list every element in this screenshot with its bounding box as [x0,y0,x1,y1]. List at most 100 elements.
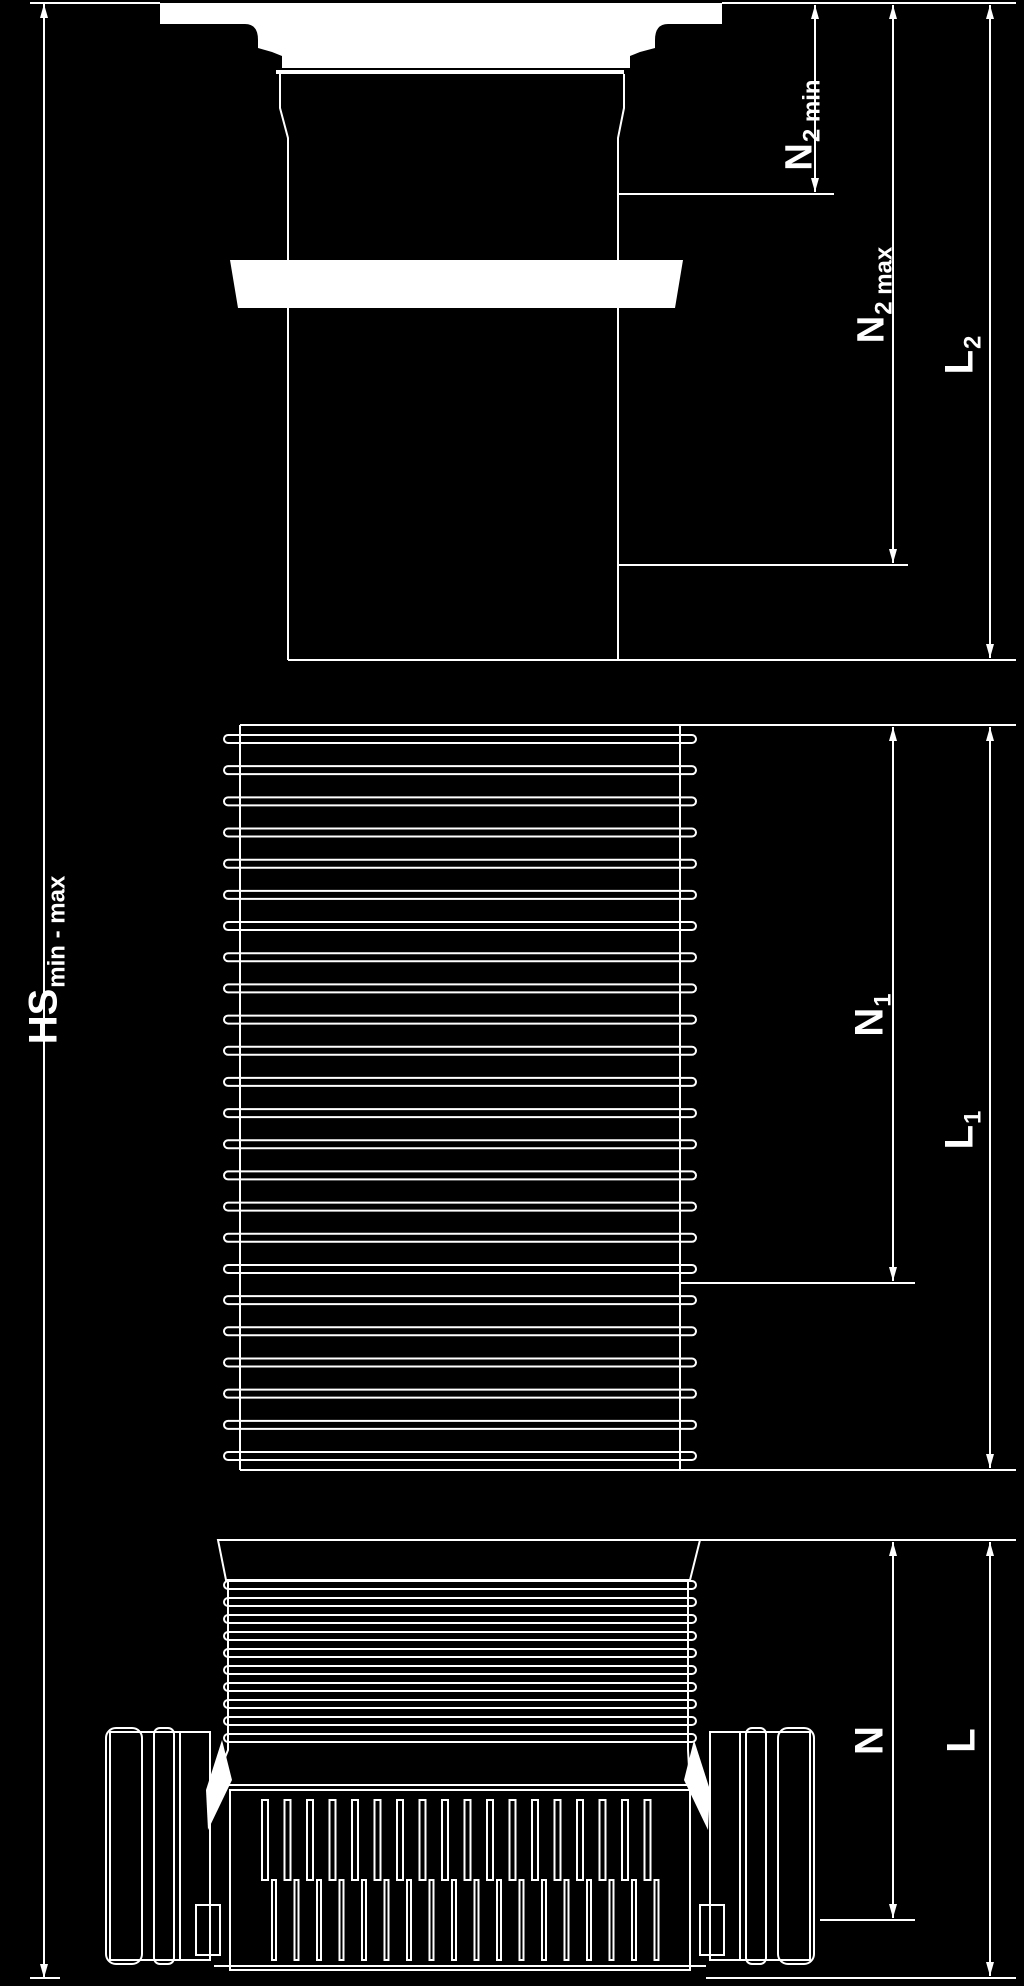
label-l1-main: L [937,1124,982,1150]
base-vertical-rib [643,1799,652,1881]
corrugation-rib [223,1108,697,1119]
base-vertical-rib-lower [518,1879,525,1961]
corrugation-rib [223,734,697,744]
corrugation-rib [223,1139,697,1150]
base-vertical-rib [328,1799,337,1881]
base-vertical-rib-lower [338,1879,345,1961]
base-vertical-rib-lower [631,1879,637,1961]
inlet-right [709,1731,811,1961]
base-vertical-rib-lower [563,1879,570,1961]
base-vertical-rib-lower [451,1879,457,1961]
n1-dim-arrow-bottom [889,1267,897,1281]
label-n1-sub: 1 [869,993,897,1007]
base-vertical-rib [508,1799,517,1881]
base-rib [223,1597,697,1607]
base-vertical-rib-lower [586,1879,592,1961]
base-vertical-rib-lower [361,1879,367,1961]
label-n: N [848,1725,893,1755]
frame-neck [276,70,624,74]
corrugation-rib [223,1263,697,1274]
label-l1: L1 [937,1111,987,1150]
base-rib [223,1648,697,1658]
base-rib [223,1699,697,1709]
label-n1: N1 [848,993,897,1036]
base-vertical-rib [373,1799,382,1881]
base-rib [223,1614,697,1624]
base-vertical-rib [441,1799,449,1881]
label-l1-sub: 1 [959,1110,987,1124]
label-n2min-sub: 2 min [798,79,826,143]
base-vertical-rib [396,1799,404,1881]
base-vertical-rib-lower [316,1879,322,1961]
base-rib [223,1665,697,1675]
n-dim-arrow-bottom [889,1904,897,1918]
corrugation-rib [223,983,697,994]
label-hs-min-max: HSmin - max [21,876,71,1045]
hs-arrow-top [40,4,48,18]
corrugation-rib [223,1295,697,1306]
riser-collar [230,260,683,308]
base-vertical-rib-lower [406,1879,412,1961]
n1-dim-arrow-top [889,727,897,741]
corrugation-rib [223,1232,697,1243]
base-vertical-rib [418,1799,427,1881]
label-l2-sub: 2 [959,335,987,349]
base-vertical-rib [351,1799,359,1881]
l1-dim-arrow-bottom [986,1454,994,1468]
label-n2min-main: N [778,143,821,171]
inlet-left-ring [153,1727,175,1965]
label-hs-main: HS [21,988,66,1045]
base-vertical-rib-lower [496,1879,502,1961]
base-vertical-rib [553,1799,562,1881]
l2-dim-arrow-bottom [986,644,994,658]
base-rib [223,1682,697,1692]
base-shoulder-left [206,1740,232,1830]
label-n2-max: N2 max [850,247,898,344]
n2min-dim-arrow-top [811,5,819,19]
base-vertical-rib [598,1799,607,1881]
base-rib [223,1733,697,1743]
corrugation-rib [223,858,697,869]
base-vertical-rib [463,1799,472,1881]
inlet-right-foot [699,1904,725,1956]
base-vertical-rib-lower [653,1879,660,1961]
n-dim-arrow-top [889,1542,897,1556]
base-vertical-rib-lower [428,1879,435,1961]
corrugation-rib [223,1419,697,1430]
base-rib [223,1631,697,1641]
label-hs-sub: min - max [43,875,71,988]
n2max-dim-arrow-bottom [889,549,897,563]
label-n2max-sub: 2 max [870,246,898,315]
base-vertical-rib [621,1799,629,1881]
corrugation-rib [223,1170,697,1181]
corrugation-rib [223,952,697,963]
label-l2: L2 [937,336,987,375]
corrugation-rib [223,1201,697,1212]
inlet-right-socket [777,1727,815,1965]
corrugation-rib [223,1388,697,1399]
base-vertical-rib-lower [473,1879,480,1961]
hs-arrow-bottom [40,1964,48,1978]
label-l2-main: L [937,349,982,375]
corrugation-rib [223,889,697,900]
base-vertical-rib [486,1799,494,1881]
inlet-left-foot [195,1904,221,1956]
l-dim-arrow-bottom [986,1962,994,1976]
inlet-left [109,1731,211,1961]
label-n-main: N [847,1726,892,1755]
label-l: L [940,1727,985,1752]
label-n2-min: N2 min [778,79,826,171]
corrugation-rib [223,1357,697,1368]
corrugation-rib [223,1076,697,1087]
base-body [229,1789,691,1971]
label-l-main: L [939,1728,984,1753]
l-dim-arrow-top [986,1542,994,1556]
corrugation-rib [223,1014,697,1025]
base-vertical-rib [261,1799,269,1881]
base-vertical-rib [576,1799,584,1881]
n2min-dim-arrow-bottom [811,178,819,192]
label-n2max-main: N [850,315,893,344]
corrugation-rib [223,921,697,932]
